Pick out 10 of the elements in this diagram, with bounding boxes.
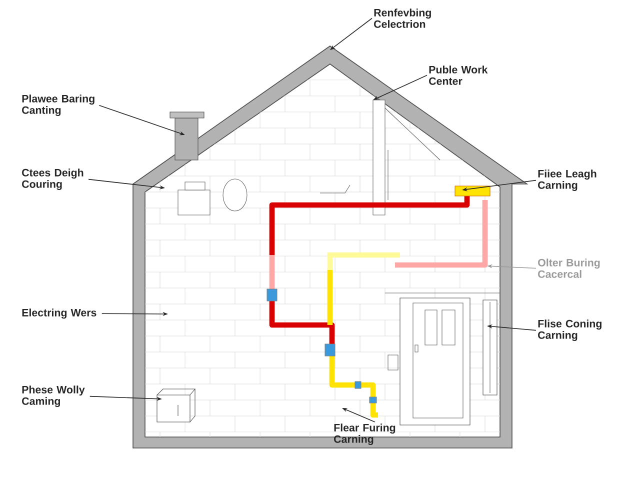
callout-label: Ctees Deigh Couring [22,168,84,190]
callout-label: Flise Coning Carning [538,320,602,342]
callout-label: Renfevbing Celectrion [374,8,431,28]
callout-label: Fiiee Leagh Carning [538,170,596,192]
callout-label: Plawee Baring Canting [22,94,94,116]
callout-label: Puble Work Center [429,66,488,85]
callout-label: Electring Wers [22,308,96,319]
callout-label: Flear Furing Carning [334,424,396,446]
callout-label: Phese Wolly Caming [22,386,85,408]
callout-label: Olter Buring Cacercal [538,258,600,278]
